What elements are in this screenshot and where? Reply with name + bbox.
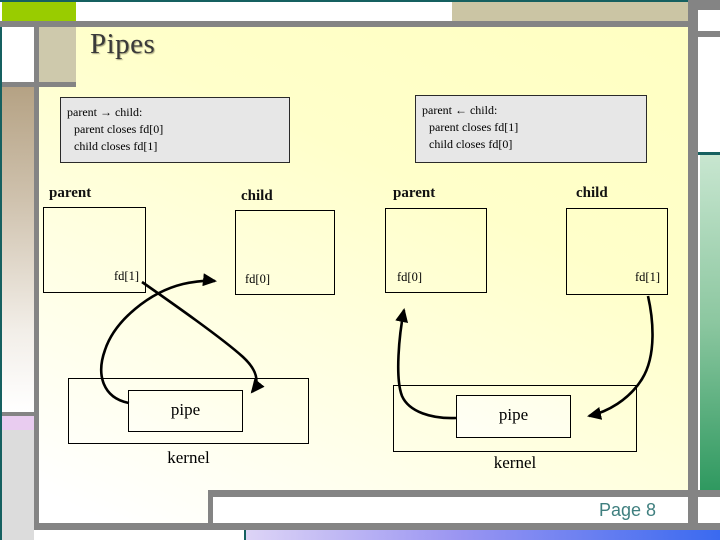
left-gray-bar — [0, 430, 34, 540]
bottom-gradient-strip — [246, 530, 720, 540]
left-kernel-label: kernel — [167, 448, 210, 467]
left-pipe-label: pipe — [170, 400, 201, 419]
right-pipe-label: pipe — [498, 405, 529, 424]
top-frame-line — [0, 21, 688, 27]
footer-left-line — [208, 490, 213, 530]
code-line: child closes fd[0] — [429, 137, 513, 151]
left-parent-box — [43, 207, 146, 293]
code-box-child-to-parent: parent ← child: parent closes fd[1] chil… — [415, 95, 647, 163]
right-frame-bar — [688, 10, 698, 523]
left-gradient-bar — [0, 87, 34, 412]
right-child-fd: fd[1] — [635, 270, 660, 284]
left-bar-divider — [0, 412, 39, 416]
green-accent-rect — [2, 2, 76, 22]
code-line: parent ← child: — [422, 103, 498, 117]
left-child-fd: fd[0] — [245, 272, 270, 286]
left-white-square — [0, 27, 34, 82]
code-line: parent closes fd[1] — [429, 120, 519, 134]
right-pipe-box — [456, 395, 571, 438]
left-parent-fd: fd[1] — [114, 269, 139, 283]
bottom-frame-line — [39, 523, 720, 530]
page-number: Page 8 — [598, 500, 656, 520]
code-line: parent closes fd[0] — [74, 122, 164, 136]
right-teal-line — [698, 152, 720, 155]
slide-title: Pipes — [90, 28, 156, 60]
top-tan-bar — [452, 2, 688, 22]
right-frame-line-segment — [698, 31, 720, 37]
top-right-corner — [688, 0, 720, 10]
right-parent-label: parent — [393, 185, 436, 201]
left-frame-line — [34, 27, 39, 530]
left-lavender-band — [0, 416, 34, 430]
top-teal-line — [0, 0, 720, 2]
footer-band: Page 8 — [213, 497, 688, 523]
right-kernel-box — [393, 385, 637, 452]
left-child-label: child — [241, 188, 273, 204]
right-parent-box — [385, 208, 487, 293]
left-parent-label: parent — [49, 185, 92, 201]
right-child-label: child — [576, 185, 608, 201]
bottom-strip-teal-tick — [244, 530, 246, 540]
left-teal-edge — [0, 27, 2, 540]
left-child-box — [235, 210, 335, 295]
footer-top-line — [208, 490, 720, 497]
code-box-parent-to-child: parent → child: parent closes fd[0] chil… — [60, 97, 290, 163]
right-child-box — [566, 208, 668, 295]
left-tan-square — [39, 27, 76, 82]
right-kernel-label: kernel — [493, 453, 537, 472]
right-parent-fd: fd[0] — [397, 270, 422, 284]
code-line: parent → child: — [67, 105, 143, 119]
code-line: child closes fd[1] — [74, 139, 158, 153]
right-green-bar — [700, 155, 720, 490]
